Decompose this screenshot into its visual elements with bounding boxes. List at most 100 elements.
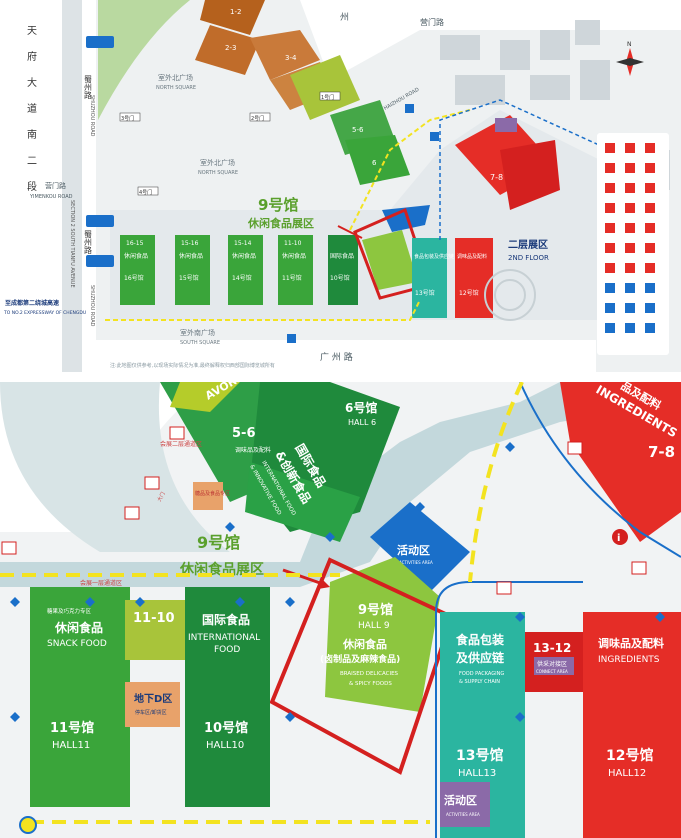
hall-11-name-en: HALL11: [52, 740, 90, 751]
circular-plaza: [484, 269, 536, 321]
left-entrance-label: 大门: [156, 491, 167, 503]
detail-map-svg: 5-6 调味品及配料 6号馆 HALL 6 国际食品 &创新食品 INTERNA…: [0, 382, 681, 838]
activity-area-bottom-label-en: ACTIVITIES AREA: [446, 812, 480, 817]
hall-12-name: 12号馆: [606, 747, 653, 764]
shuzhou-road-en-label-2: SHUZHOU ROAD: [89, 285, 95, 327]
north-square-2-label: 室外北广场: [200, 158, 235, 167]
escalator-icon: [496, 581, 512, 595]
hall-11-snack-en: SNACK FOOD: [47, 639, 107, 649]
yingmen-road-top-label: 营门路: [420, 17, 444, 27]
hall-10-cn: 国际食品: [202, 612, 250, 627]
overview-map-svg: 1-2 2-3 3-4 5-6 6 7-8 16-15 15-16 15-14 …: [0, 0, 681, 372]
escalator-icon: [144, 476, 160, 490]
hall-6: [345, 135, 410, 185]
hall-9-en-2: & SPICY FOODS: [349, 681, 392, 687]
hall-2-3-label: 2-3: [225, 44, 236, 52]
underground-zone: [125, 682, 180, 727]
activity-area-top-label-en: ACTIVITIES AREA: [399, 560, 433, 565]
venue-logo-3: [86, 255, 114, 267]
hall-2-3: [195, 25, 260, 75]
gate-3: 2号门: [251, 115, 264, 122]
expressway-label-en: TO NO.2 EXPRESSWAY OF CHENGDU: [3, 310, 86, 316]
blue-boundary: [439, 99, 611, 240]
hall-12-en: INGREDIENTS: [598, 655, 660, 665]
hall-10-name-en: HALL10: [206, 740, 244, 751]
hall-5-6-num: 5-6: [232, 426, 256, 441]
hall-12-overview-cn: 调味品及配料: [457, 253, 487, 260]
hall-13-name: 13号馆: [456, 747, 503, 764]
hall-15-cn: 休闲食品: [179, 252, 203, 260]
city-blocks: [440, 20, 670, 190]
hall-12-name-en: HALL12: [608, 768, 646, 779]
hall-11-cn: 休闲食品: [282, 252, 306, 260]
hall-11: [278, 235, 313, 305]
hall-9-cn-sub: (卤制品及麻辣食品): [320, 653, 400, 665]
purple-area-top: [495, 118, 517, 132]
detail-map[interactable]: 5-6 调味品及配料 6号馆 HALL 6 国际食品 &创新食品 INTERNA…: [0, 382, 681, 838]
hall-1-2: [200, 0, 265, 35]
north-square-2-label-en: NORTH SQUARE: [198, 170, 238, 176]
hall-10-block: [185, 587, 270, 807]
flavors-block: [170, 382, 240, 412]
hall-11-name: 11号馆: [50, 720, 94, 736]
hall-13-name-en: HALL13: [458, 768, 496, 779]
hall-7-8-block: [560, 382, 681, 542]
route-start-marker: [19, 816, 37, 834]
second-floor-label-en: 2ND FLOOR: [508, 254, 549, 262]
hall-11-snack-cn: 休闲食品: [54, 620, 103, 635]
hall-9-highlight-frame: [269, 557, 455, 775]
venue-logo-1: [86, 36, 114, 48]
hall-5-6-cn: 调味品及配料: [235, 446, 271, 454]
footnote: 注:此地图仅供参考,以现场实际情况为准,最终解释权归西部国际博览城所有: [110, 362, 275, 369]
hall-6-label: 6: [372, 159, 377, 167]
west-corridor-2-label: 会展二层通道区: [160, 440, 202, 448]
hall-9-en-1: BRAISED DELICACIES: [340, 671, 399, 677]
overview-map[interactable]: 1-2 2-3 3-4 5-6 6 7-8 16-15 15-16 15-14 …: [0, 0, 681, 372]
south-square-label: 室外南广场: [180, 328, 215, 337]
underground-label: 地下D区: [134, 692, 172, 705]
hall-9-title: 9号馆: [197, 533, 240, 552]
hall-11-10-block: [125, 600, 185, 660]
svg-text:N: N: [627, 41, 632, 48]
hall-15-name: 15号馆: [179, 274, 199, 282]
guangzhou-road-bottom: [96, 340, 596, 372]
hall-1-2-label: 1-2: [230, 8, 241, 16]
north-square-label-en: NORTH SQUARE: [156, 85, 196, 91]
parking-icon: [405, 104, 414, 113]
orange-special-zone-label: 糖品及食品专区: [195, 490, 230, 497]
south-square-label-en: SOUTH SQUARE: [180, 340, 220, 346]
tianfu-avenue-label: 天府大道南二段: [25, 25, 37, 207]
escalator-icon: [631, 561, 647, 575]
hall-10-cn: 国际食品: [330, 252, 354, 260]
compass-icon: N: [616, 41, 644, 76]
hall-10: [328, 235, 358, 305]
hall-13-cn-1: 食品包装: [455, 632, 504, 647]
hall-14: [228, 235, 263, 305]
hall-9-callout-arrow: [282, 568, 321, 585]
guangzhou-road-label: 广 州 路: [320, 351, 353, 363]
hall-12-cn: 调味品及配料: [598, 636, 664, 650]
hall-9-overview: [362, 230, 418, 290]
lawn-area: [98, 0, 190, 120]
connect-area-en: CONNECT AREA: [536, 669, 568, 674]
upper-hall-group: [195, 0, 410, 185]
hall-3-4-label: 3-4: [285, 54, 297, 62]
escalator-icon: [567, 441, 583, 455]
second-floor-label: 二层展区: [508, 239, 548, 251]
hall-16-cn: 休闲食品: [124, 252, 148, 260]
hall-11-block: [30, 587, 130, 807]
hall-15: [175, 235, 210, 305]
hall-14-name: 14号馆: [232, 274, 252, 282]
concourse-band: [0, 382, 681, 587]
escalator-icons: [1, 426, 647, 595]
parking-icons: [287, 104, 439, 343]
hall-14-cn: 休闲食品: [232, 252, 256, 260]
svg-text:i: i: [617, 533, 620, 544]
activity-area-bottom: [440, 782, 490, 827]
hall-13-en-2: & SUPPLY CHAIN: [459, 679, 500, 685]
activity-area-top: [370, 502, 470, 592]
hall-lime-1: [290, 55, 360, 120]
guide-route-dashed: [0, 382, 524, 824]
hall-13-en-1: FOOD PACKAGING: [459, 671, 504, 677]
shuzhou-road-label-top: 蜀州路: [84, 75, 93, 99]
